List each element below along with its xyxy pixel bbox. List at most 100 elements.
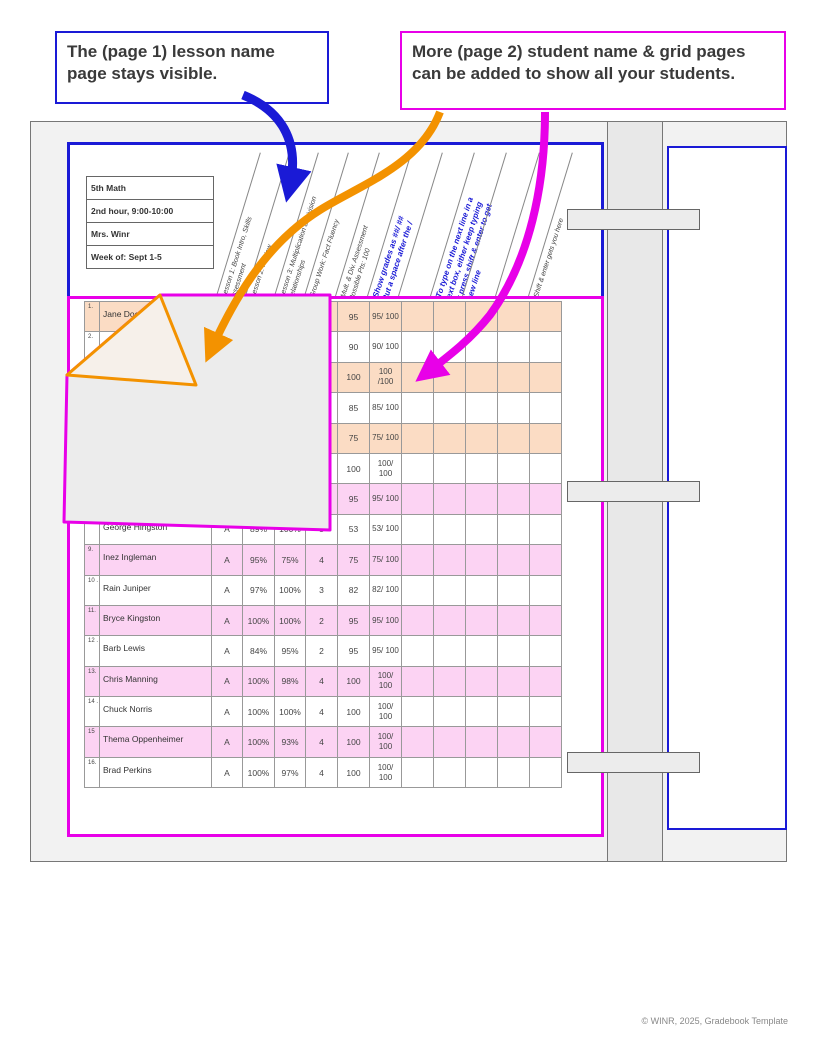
grade-cell[interactable]: 100 <box>337 726 370 758</box>
grade-cell[interactable]: A <box>211 756 243 789</box>
empty-grade-cell[interactable] <box>529 726 562 758</box>
empty-grade-cell[interactable] <box>497 361 530 394</box>
empty-grade-cell[interactable] <box>401 300 434 333</box>
empty-grade-cell[interactable] <box>401 604 434 637</box>
grade-cell[interactable]: 100/ 100 <box>369 696 402 728</box>
empty-grade-cell[interactable] <box>465 422 498 454</box>
student-name[interactable]: Rain Juniper <box>99 574 212 606</box>
grade-cell[interactable]: 97% <box>242 574 275 606</box>
empty-grade-cell[interactable] <box>433 574 466 606</box>
empty-grade-cell[interactable] <box>497 331 530 363</box>
grade-cell[interactable]: A <box>211 696 243 728</box>
empty-grade-cell[interactable] <box>465 726 498 758</box>
class-name[interactable]: 5th Math <box>86 176 214 200</box>
student-name[interactable]: Chris Manning <box>99 665 212 698</box>
grade-cell[interactable]: 82/ 100 <box>369 574 402 606</box>
empty-grade-cell[interactable] <box>497 696 530 728</box>
grade-cell[interactable]: 4 <box>305 665 338 698</box>
grade-cell[interactable]: 2 <box>305 604 338 637</box>
grade-cell[interactable]: 100 <box>337 361 370 394</box>
grade-cell[interactable]: 95% <box>242 544 275 576</box>
empty-grade-cell[interactable] <box>529 513 562 546</box>
empty-grade-cell[interactable] <box>529 604 562 637</box>
grade-cell[interactable]: 100 <box>337 665 370 698</box>
grade-cell[interactable]: 75% <box>274 544 306 576</box>
grade-cell[interactable]: 100% <box>274 696 306 728</box>
empty-grade-cell[interactable] <box>401 665 434 698</box>
grade-cell[interactable]: 84% <box>242 635 275 667</box>
grade-cell[interactable]: 53/ 100 <box>369 513 402 546</box>
grade-cell[interactable]: 75/ 100 <box>369 544 402 576</box>
grade-cell[interactable]: 98% <box>274 665 306 698</box>
empty-grade-cell[interactable] <box>465 452 498 485</box>
grade-cell[interactable]: 100% <box>242 665 275 698</box>
empty-grade-cell[interactable] <box>529 574 562 606</box>
empty-grade-cell[interactable] <box>529 452 562 485</box>
student-name[interactable]: Barb Lewis <box>99 635 212 667</box>
grade-cell[interactable]: A <box>211 544 243 576</box>
grade-cell[interactable]: 97% <box>274 756 306 789</box>
grade-cell[interactable]: 95 <box>337 483 370 515</box>
student-name[interactable]: Brad Perkins <box>99 756 212 789</box>
grade-cell[interactable]: 95 <box>337 300 370 333</box>
empty-grade-cell[interactable] <box>401 422 434 454</box>
grade-cell[interactable]: 95/ 100 <box>369 300 402 333</box>
empty-grade-cell[interactable] <box>465 604 498 637</box>
grade-cell[interactable]: 100% <box>274 604 306 637</box>
empty-grade-cell[interactable] <box>497 300 530 333</box>
empty-grade-cell[interactable] <box>497 544 530 576</box>
empty-grade-cell[interactable] <box>465 696 498 728</box>
grade-cell[interactable]: 100/ 100 <box>369 756 402 789</box>
empty-grade-cell[interactable] <box>529 635 562 667</box>
grade-cell[interactable]: 95 <box>337 635 370 667</box>
grade-cell[interactable]: 4 <box>305 696 338 728</box>
grade-cell[interactable]: 95/ 100 <box>369 604 402 637</box>
empty-grade-cell[interactable] <box>529 696 562 728</box>
week-of[interactable]: Week of: Sept 1-5 <box>86 245 214 269</box>
empty-grade-cell[interactable] <box>433 513 466 546</box>
empty-grade-cell[interactable] <box>529 483 562 515</box>
empty-grade-cell[interactable] <box>401 513 434 546</box>
empty-grade-cell[interactable] <box>497 392 530 424</box>
grade-cell[interactable]: 75 <box>337 544 370 576</box>
empty-grade-cell[interactable] <box>433 756 466 789</box>
empty-grade-cell[interactable] <box>401 483 434 515</box>
empty-grade-cell[interactable] <box>401 452 434 485</box>
empty-grade-cell[interactable] <box>433 422 466 454</box>
empty-grade-cell[interactable] <box>497 483 530 515</box>
grade-cell[interactable]: 93% <box>274 726 306 758</box>
teacher-name[interactable]: Mrs. Winr <box>86 222 214 246</box>
student-name[interactable]: Chuck Norris <box>99 696 212 728</box>
grade-cell[interactable]: 100 /100 <box>369 361 402 394</box>
empty-grade-cell[interactable] <box>465 513 498 546</box>
grade-cell[interactable]: 75 <box>337 422 370 454</box>
empty-grade-cell[interactable] <box>497 635 530 667</box>
student-name[interactable]: Bryce Kingston <box>99 604 212 637</box>
empty-grade-cell[interactable] <box>401 635 434 667</box>
grade-cell[interactable]: 100% <box>242 604 275 637</box>
empty-grade-cell[interactable] <box>497 665 530 698</box>
empty-grade-cell[interactable] <box>433 665 466 698</box>
grade-cell[interactable]: 4 <box>305 726 338 758</box>
grade-cell[interactable]: 95/ 100 <box>369 483 402 515</box>
empty-grade-cell[interactable] <box>433 452 466 485</box>
empty-grade-cell[interactable] <box>497 726 530 758</box>
grade-cell[interactable]: 3 <box>305 574 338 606</box>
empty-grade-cell[interactable] <box>401 392 434 424</box>
empty-grade-cell[interactable] <box>529 665 562 698</box>
student-name[interactable]: Thema Oppenheimer <box>99 726 212 758</box>
empty-grade-cell[interactable] <box>433 726 466 758</box>
grade-cell[interactable]: 53 <box>337 513 370 546</box>
student-name[interactable]: Inez Ingleman <box>99 544 212 576</box>
grade-cell[interactable]: 90/ 100 <box>369 331 402 363</box>
empty-grade-cell[interactable] <box>433 300 466 333</box>
empty-grade-cell[interactable] <box>433 483 466 515</box>
grade-cell[interactable]: 4 <box>305 756 338 789</box>
grade-cell[interactable]: A <box>211 574 243 606</box>
empty-grade-cell[interactable] <box>433 544 466 576</box>
empty-grade-cell[interactable] <box>497 604 530 637</box>
empty-grade-cell[interactable] <box>433 635 466 667</box>
empty-grade-cell[interactable] <box>529 756 562 789</box>
grade-cell[interactable]: 100/ 100 <box>369 665 402 698</box>
grade-cell[interactable]: 82 <box>337 574 370 606</box>
